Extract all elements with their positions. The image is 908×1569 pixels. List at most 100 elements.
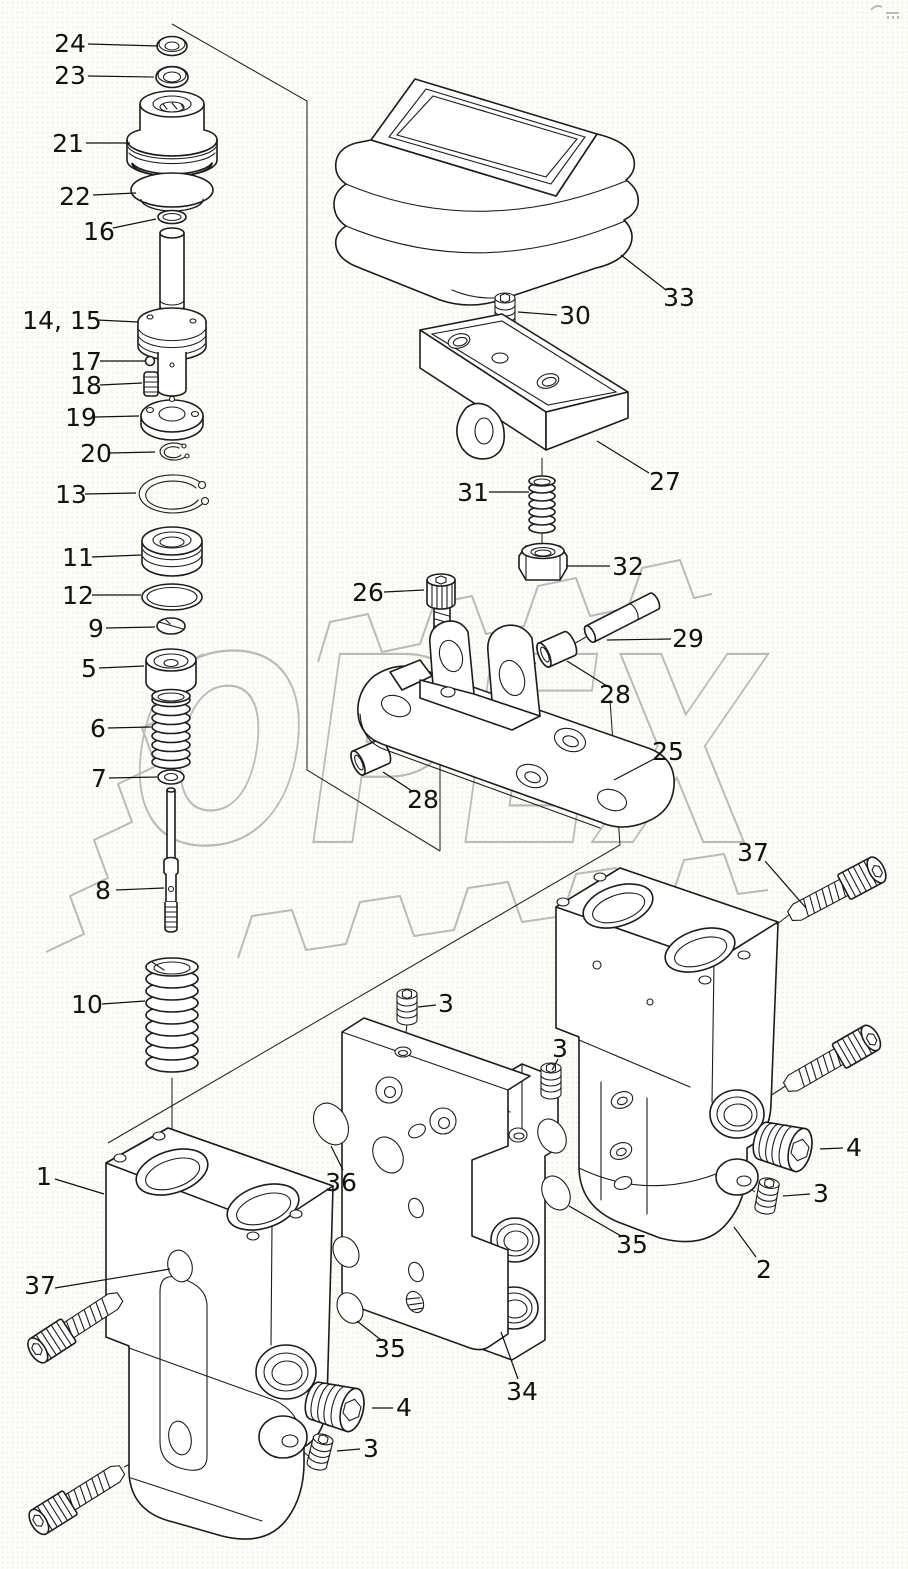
cap-screw-37-right-lower	[778, 1021, 886, 1100]
boot-ring-22	[130, 172, 214, 212]
washer-24	[156, 35, 188, 57]
part-label-22: 22	[59, 182, 91, 211]
leader-line-3	[336, 1448, 361, 1452]
half-washer-9	[156, 617, 186, 635]
part-label-26: 26	[352, 578, 384, 607]
joystick-stack	[126, 35, 218, 1073]
leader-line-37	[764, 860, 807, 909]
leader-line-26	[383, 589, 425, 593]
part-label-18: 18	[70, 371, 102, 400]
o-ring-35-left-upper	[332, 1236, 360, 1268]
set-screw-3-top	[396, 988, 418, 1026]
leader-line-35	[356, 1320, 382, 1341]
leader-line-37	[54, 1268, 171, 1289]
part-label-19: 19	[65, 403, 97, 432]
leader-line-11	[91, 554, 142, 558]
part-label-3: 3	[813, 1179, 829, 1208]
part-label-3: 3	[552, 1034, 568, 1063]
part-label-25: 25	[652, 737, 684, 766]
part-label-12: 12	[62, 581, 94, 610]
part-label-3: 3	[438, 989, 454, 1018]
part-label-1: 1	[36, 1162, 52, 1191]
leader-line-28	[566, 660, 608, 687]
stem-14-15	[137, 227, 207, 397]
leader-line-23	[87, 75, 155, 78]
part-label-35: 35	[616, 1230, 648, 1259]
leader-line-16	[112, 218, 157, 229]
piston-11	[141, 526, 203, 577]
part-label-32: 32	[612, 552, 644, 581]
leader-line-35	[568, 1205, 622, 1237]
part-label-4: 4	[846, 1133, 862, 1162]
leader-line-3	[417, 1004, 437, 1008]
part-label-33: 33	[663, 283, 695, 312]
part-label-34: 34	[506, 1377, 538, 1406]
leader-line-4	[819, 1147, 844, 1150]
leader-line-9	[105, 626, 156, 629]
leader-line-20	[109, 451, 156, 454]
part-label-2: 2	[756, 1255, 772, 1284]
part-label-14-15: 14, 15	[22, 306, 102, 335]
manifold-plate-36	[341, 1017, 531, 1351]
o-ring-36-upper	[312, 1102, 350, 1146]
spring-pin-18	[143, 371, 159, 397]
cup-5	[145, 648, 197, 695]
knob-21	[126, 90, 218, 177]
part-label-13: 13	[55, 480, 87, 509]
pin-29	[583, 592, 661, 644]
part-label-11: 11	[62, 543, 94, 572]
valve-body-1	[105, 1127, 334, 1540]
corner-artifact	[870, 5, 899, 19]
snap-ring-13	[138, 474, 210, 514]
o-ring-35-right-lower	[541, 1175, 571, 1211]
part-label-29: 29	[672, 624, 704, 653]
spring-10	[145, 957, 199, 1073]
snap-ring-20	[159, 442, 190, 461]
hex-nut-32	[518, 542, 568, 581]
leader-line-22	[92, 192, 137, 196]
part-label-31: 31	[457, 478, 489, 507]
handle-group	[333, 78, 675, 829]
part-label-21: 21	[52, 129, 84, 158]
part-label-23: 23	[54, 61, 86, 90]
leader-line-28	[382, 771, 413, 792]
spring-6	[151, 688, 191, 770]
part-label-20: 20	[80, 439, 112, 468]
part-label-35: 35	[374, 1334, 406, 1363]
o-ring-35-right-upper	[537, 1118, 567, 1154]
part-label-7: 7	[91, 764, 107, 793]
leader-line-25	[613, 758, 655, 781]
gear-rack-top	[317, 559, 713, 663]
leader-line-24	[87, 43, 159, 47]
gear-rack-bottom	[237, 853, 769, 959]
part-label-37: 37	[24, 1271, 56, 1300]
part-label-37: 37	[737, 838, 769, 867]
washer-7	[157, 769, 185, 785]
handle-bar-27	[419, 313, 629, 460]
leader-line-2	[733, 1226, 757, 1258]
leader-line-10	[101, 1000, 146, 1005]
leader-line-1	[54, 1178, 105, 1195]
part-label-3: 3	[363, 1434, 379, 1463]
leader-line-30	[517, 311, 558, 316]
ball-17	[144, 355, 156, 367]
leader-line-3	[551, 1058, 559, 1071]
leader-line-19	[94, 415, 140, 418]
part-label-30: 30	[559, 301, 591, 330]
leader-line-14-15	[96, 319, 139, 323]
leader-line-8	[115, 887, 165, 891]
base-plate-25	[357, 620, 675, 829]
part-label-10: 10	[71, 990, 103, 1019]
leader-line-33	[620, 254, 667, 291]
leader-line-3	[782, 1193, 811, 1197]
part-label-6: 6	[90, 714, 106, 743]
o-ring-12	[141, 583, 203, 611]
washer-23	[155, 65, 189, 89]
part-label-9: 9	[88, 614, 104, 643]
leader-line-13	[84, 492, 137, 495]
spool-rod-8	[163, 787, 179, 933]
spring-31	[528, 475, 556, 534]
part-label-5: 5	[81, 654, 97, 683]
